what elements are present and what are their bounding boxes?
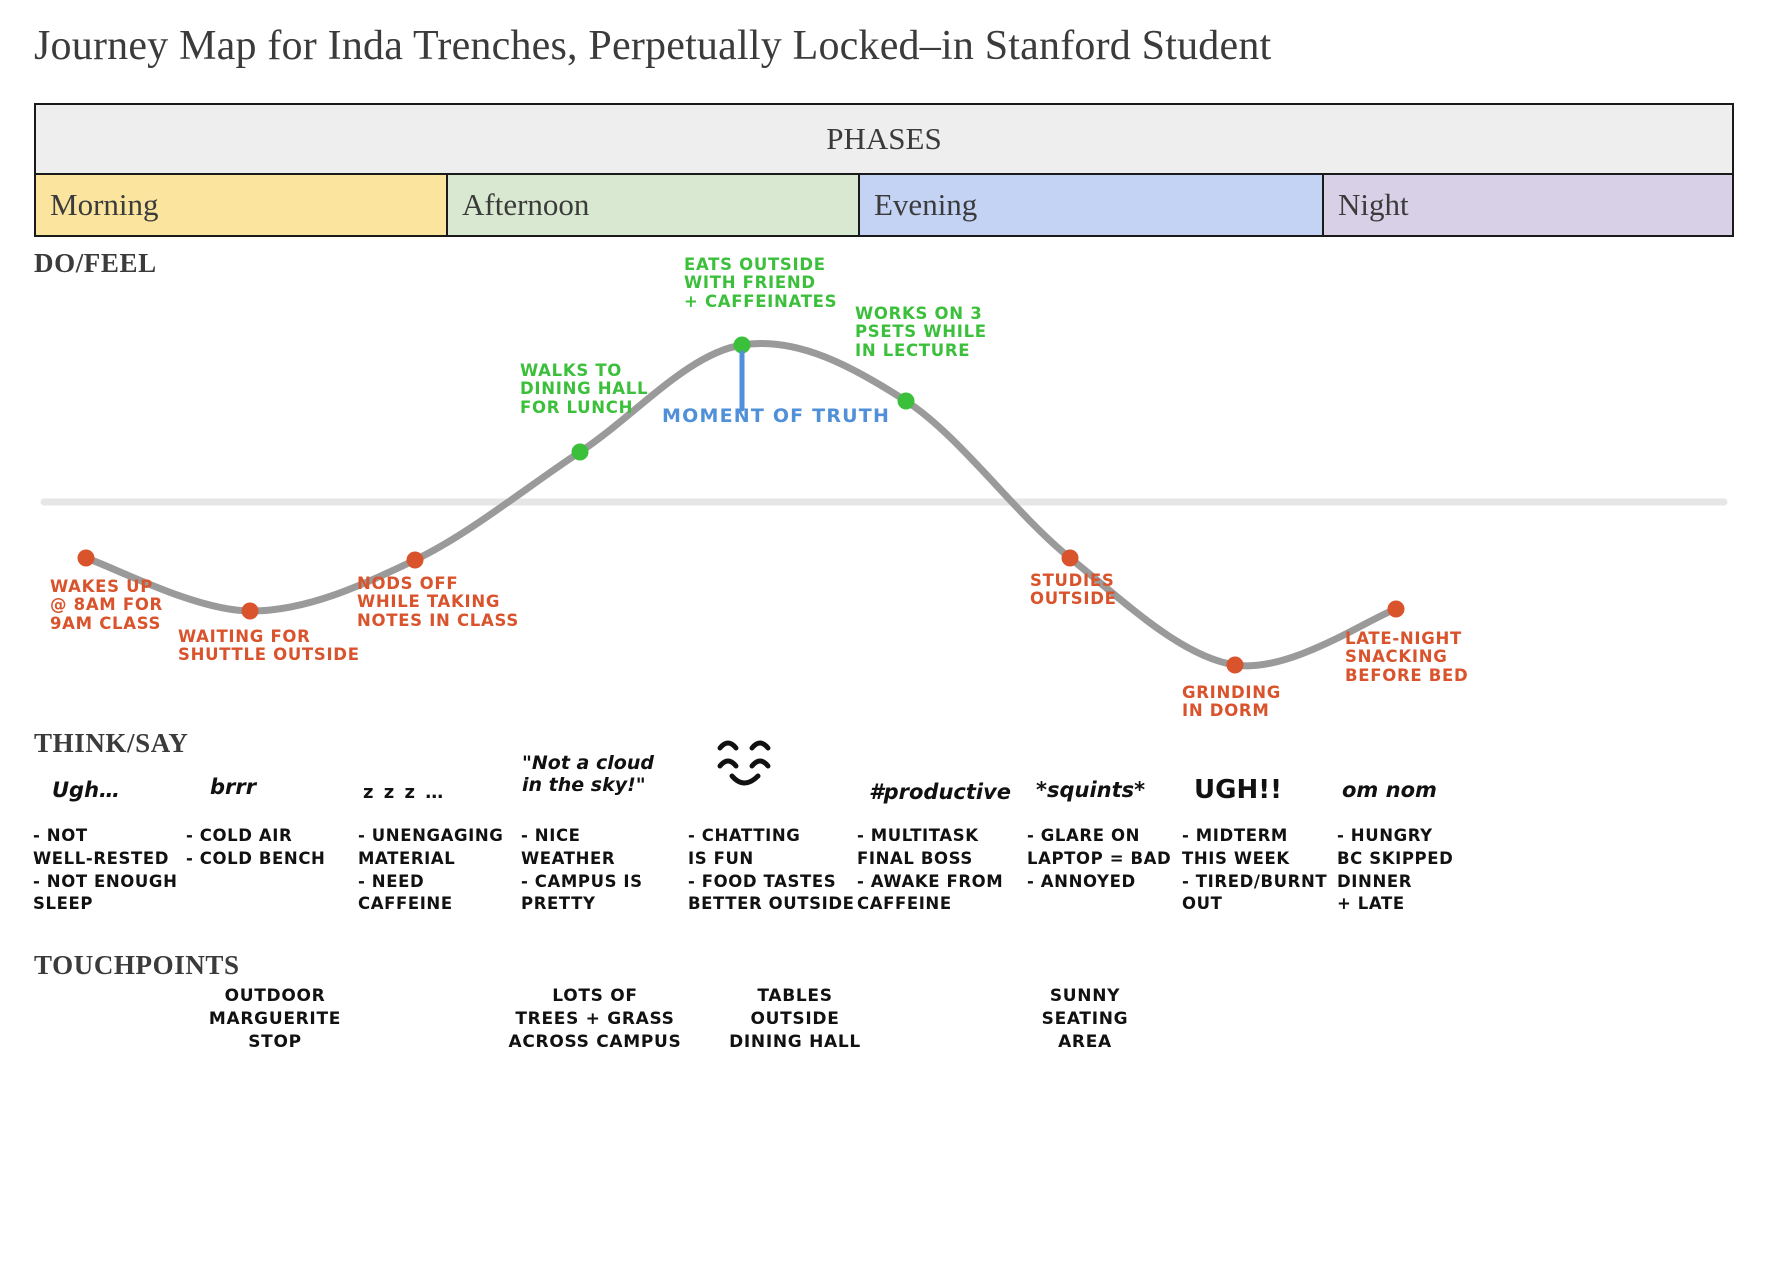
phase-cell-evening[interactable]: Evening [860, 175, 1324, 235]
phases-row: Morning Afternoon Evening Night [36, 175, 1732, 235]
think-say-quote-9: om nom [1342, 778, 1437, 802]
do-feel-label-waiting-shuttle: WAITING FOR SHUTTLE OUTSIDE [178, 627, 360, 665]
think-say-bullets-3: - UNENGAGING MATERIAL - NEED CAFFEINE [358, 826, 504, 914]
do-feel-label-wakes-up: WAKES UP @ 8AM FOR 9AM CLASS [50, 577, 163, 633]
do-feel-label-late-night-snack: LATE-NIGHT SNACKING BEFORE BED [1345, 629, 1469, 685]
think-say-quote-3: z z z … [363, 782, 446, 803]
section-label-do-feel: DO/FEEL [34, 248, 157, 278]
think-say-quote-8: UGH!! [1194, 775, 1282, 805]
moment-of-truth-label: MOMENT OF TRUTH [662, 405, 891, 427]
do-feel-label-eats-outside: EATS OUTSIDE WITH FRIEND + CAFFEINATES [684, 255, 838, 311]
do-feel-label-studies-outside: STUDIES OUTSIDE [1030, 571, 1117, 609]
section-label-touchpoints: TOUCHPOINTS [34, 950, 240, 980]
journey-point-3[interactable] [571, 443, 589, 461]
think-say-bullets-4: - NICE WEATHER - CAMPUS IS PRETTY [521, 826, 643, 914]
journey-point-2[interactable] [406, 551, 424, 569]
think-say-quote-6: #productive [869, 780, 1012, 804]
phase-cell-morning[interactable]: Morning [36, 175, 448, 235]
phase-cell-afternoon[interactable]: Afternoon [448, 175, 860, 235]
journey-point-0[interactable] [77, 549, 95, 567]
journey-point-5[interactable] [897, 392, 915, 410]
section-label-think-say: THINK/SAY [34, 728, 189, 758]
phase-cell-night[interactable]: Night [1324, 175, 1732, 235]
smiley-face-icon [717, 740, 771, 786]
think-say-quote-7: *squints* [1036, 778, 1146, 802]
do-feel-label-nods-off: NODS OFF WHILE TAKING NOTES IN CLASS [357, 574, 519, 630]
journey-point-8[interactable] [1387, 600, 1405, 618]
do-feel-label-walks-to-lunch: WALKS TO DINING HALL FOR LUNCH [520, 361, 649, 417]
journey-point-1[interactable] [241, 602, 259, 620]
think-say-quote-1: Ugh… [52, 778, 121, 802]
think-say-bullets-1: - NOT WELL-RESTED - NOT ENOUGH SLEEP [33, 826, 178, 914]
think-say-quote-2: brrr [210, 775, 257, 799]
think-say-bullets-6: - MULTITASK FINAL BOSS - AWAKE FROM CAFF… [857, 826, 1004, 914]
think-say-bullets-8: - MIDTERM THIS WEEK - TIRED/BURNT OUT [1182, 826, 1328, 914]
touchpoint-sunny-seating: SUNNY SEATING AREA [1041, 986, 1129, 1052]
journey-curve-chart [0, 230, 1769, 730]
journey-data-points [77, 336, 1405, 674]
think-say-bullets-2: - COLD AIR - COLD BENCH [186, 826, 326, 868]
phases-table: PHASES Morning Afternoon Evening Night [34, 103, 1734, 237]
touchpoint-dining-tables: TABLES OUTSIDE DINING HALL [729, 986, 861, 1052]
journey-point-7[interactable] [1226, 656, 1244, 674]
do-feel-label-grinding-dorm: GRINDING IN DORM [1182, 683, 1281, 721]
think-say-quote-4: "Not a cloud in the sky!" [522, 752, 654, 797]
journey-point-6[interactable] [1061, 549, 1079, 567]
journey-curve-svg [40, 336, 1728, 674]
do-feel-label-works-psets: WORKS ON 3 PSETS WHILE IN LECTURE [855, 304, 987, 360]
journey-point-4[interactable] [733, 336, 751, 354]
think-say-bullets-7: - GLARE ON LAPTOP = BAD - ANNOYED [1027, 826, 1172, 891]
touchpoint-marguerite-stop: OUTDOOR MARGUERITE STOP [208, 986, 342, 1052]
touchpoint-trees-grass: LOTS OF TREES + GRASS ACROSS CAMPUS [508, 986, 682, 1052]
think-say-bullets-9: - HUNGRY BC SKIPPED DINNER + LATE [1337, 826, 1454, 914]
think-say-bullets-5: - CHATTING IS FUN - FOOD TASTES BETTER O… [688, 826, 855, 914]
page-title: Journey Map for Inda Trenches, Perpetual… [34, 23, 1272, 69]
phases-header: PHASES [36, 105, 1732, 175]
